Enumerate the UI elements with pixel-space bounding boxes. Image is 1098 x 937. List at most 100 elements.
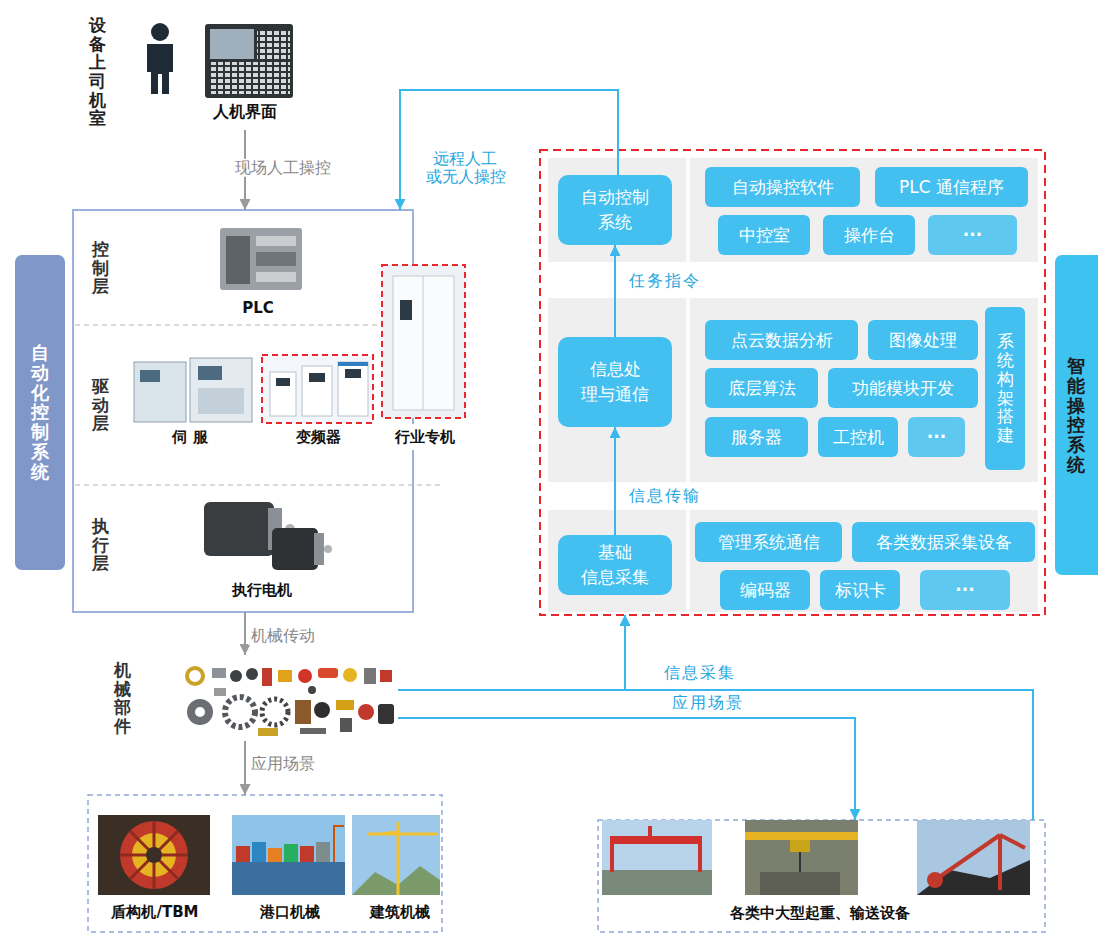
module-rows — [687, 510, 690, 612]
motor-image — [324, 545, 332, 553]
parts-image — [300, 728, 326, 734]
caption: 盾构机/TBM — [111, 903, 198, 921]
gantry-photo — [612, 826, 700, 872]
vertical-label: 执行层 — [92, 517, 109, 573]
connector — [398, 615, 625, 690]
port-photo — [232, 815, 345, 895]
box-label: 图像处理 — [889, 330, 957, 350]
port-photo — [252, 842, 266, 862]
edge-label: 信息采集 — [661, 664, 739, 682]
connector — [244, 741, 246, 795]
function-box: 各类数据采集设备 — [852, 522, 1035, 562]
automation-outline — [75, 485, 440, 486]
edge-label: 远程人工 或无人操控 — [423, 150, 507, 187]
motor-image — [314, 533, 324, 565]
box-label: 标识卡 — [835, 580, 886, 600]
function-box: 中控室 — [718, 215, 810, 255]
box-label: 信息处 理与通信 — [565, 357, 665, 406]
connector — [398, 718, 855, 820]
parts-image — [214, 688, 226, 696]
port-photo — [316, 842, 330, 862]
intelligent-outline — [540, 150, 1045, 615]
stacker-photo — [927, 872, 943, 888]
scenario-frame — [88, 795, 442, 932]
caption: 执行电机 — [232, 581, 292, 599]
box-label: 底层算法 — [728, 378, 796, 398]
caption: 变频器 — [296, 428, 341, 446]
inverter-image — [262, 355, 373, 423]
parts-image — [336, 700, 354, 710]
servo-image — [190, 358, 252, 422]
operator-icon — [151, 23, 169, 41]
device-item: 变频器 — [258, 350, 376, 450]
side-tab — [15, 255, 65, 570]
special-machine-image — [423, 276, 424, 410]
tbm-photo — [146, 847, 162, 863]
tbm-photo — [120, 821, 188, 889]
automation-outline — [73, 210, 413, 612]
control-button: 信息处 理与通信 — [558, 337, 672, 427]
stacker-photo — [917, 820, 1030, 895]
function-box: 管理系统通信 — [695, 522, 842, 562]
function-box: 服务器 — [705, 417, 808, 457]
port-photo — [268, 848, 282, 862]
gantry-photo — [602, 870, 712, 895]
connector — [614, 427, 616, 535]
function-box: 功能模块开发 — [828, 368, 978, 408]
function-box: 工控机 — [818, 417, 898, 457]
stacker-photo — [917, 820, 1030, 895]
servo-image — [134, 358, 252, 422]
port-photo — [232, 862, 345, 895]
intelligent-outline — [540, 150, 1045, 615]
device-item: PLC — [205, 220, 315, 320]
box-label: ··· — [927, 427, 946, 447]
workshop-photo — [760, 872, 840, 895]
parts-image — [340, 718, 352, 732]
vertical-label: 智能操控系统 — [1067, 356, 1085, 475]
more-box: ··· — [928, 215, 1017, 255]
automation-outline — [75, 325, 380, 326]
plc-image — [256, 236, 296, 246]
scenario-frame — [598, 820, 1045, 932]
box-label: PLC 通信程序 — [899, 177, 1004, 197]
scenario-box: 各类中大型起重、输送设备 — [598, 820, 1045, 932]
motor-image — [204, 502, 332, 570]
special-machine-image — [400, 300, 412, 320]
hmi-panel — [205, 24, 293, 98]
caption: 行业专机 — [395, 428, 455, 446]
plc-image — [226, 236, 250, 284]
tbm-photo — [98, 815, 210, 895]
operator-icon — [147, 23, 173, 94]
vertical-box: 系统构架搭建 — [985, 307, 1025, 470]
parts-image — [230, 670, 242, 682]
function-box: 点云数据分析 — [705, 320, 858, 360]
parts-image — [246, 668, 258, 680]
parts-image — [343, 668, 357, 682]
plc-image — [256, 272, 296, 282]
workshop-photo — [745, 832, 858, 840]
box-label: 自动控制 系统 — [565, 185, 665, 234]
special-machine-image — [393, 276, 454, 410]
layer-band: PLC控制层 — [73, 210, 413, 325]
crane-photo — [368, 822, 438, 895]
parts-image — [258, 728, 278, 736]
more-box: ··· — [920, 570, 1010, 610]
port-photo — [300, 846, 314, 862]
hmi-panel — [210, 62, 290, 94]
inverter-image — [262, 355, 373, 423]
box-label: 基础 信息采集 — [565, 540, 665, 589]
motor-image — [204, 502, 274, 556]
parts-image — [262, 699, 288, 725]
port-photo — [284, 844, 298, 862]
parts-image — [195, 707, 205, 717]
inverter-image — [270, 372, 296, 416]
box-label: ··· — [963, 225, 982, 245]
special-machine-image — [382, 265, 465, 418]
box-label: 管理系统通信 — [718, 532, 820, 552]
connector — [625, 615, 1033, 820]
caption: PLC — [242, 299, 274, 317]
box-label: 中控室 — [739, 225, 790, 245]
scenario-box: 盾构机/TBM港口机械建筑机械 — [88, 795, 442, 932]
servo-image — [140, 370, 160, 382]
